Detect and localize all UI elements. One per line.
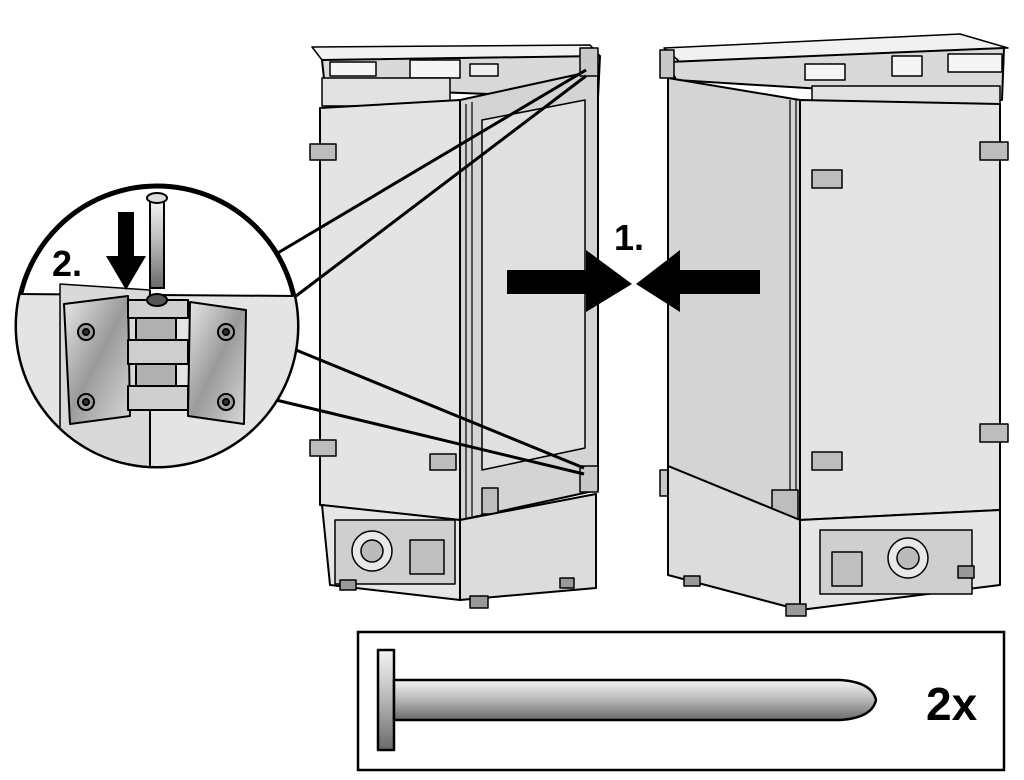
arrow-left-icon: [636, 250, 760, 312]
hinge-pin-icon: [376, 648, 878, 752]
callout-lines: [275, 68, 587, 476]
quantity-label: 2x: [926, 678, 978, 730]
left-appliance: [309, 44, 601, 609]
hinge-pin: [149, 199, 165, 289]
arrow-down-icon: [106, 212, 146, 290]
parts-box: 2x: [356, 630, 1006, 772]
hinge-detail-callout: 2.: [14, 183, 300, 469]
right-appliance: [659, 33, 1009, 617]
push-arrows: 1.: [507, 217, 760, 312]
step-2-label: 2.: [52, 243, 82, 284]
step-1-label: 1.: [614, 217, 644, 258]
arrow-right-icon: [507, 250, 632, 312]
